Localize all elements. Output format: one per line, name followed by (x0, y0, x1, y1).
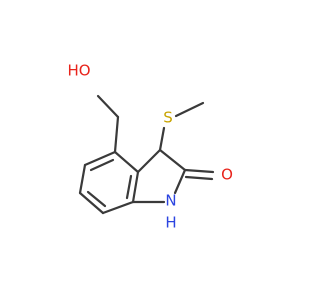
bond-c2-n1 (173, 168, 187, 195)
lactam-ring (131, 148, 187, 204)
bond-c7a-c3a-double (125, 174, 133, 200)
sulfur-label: S (163, 109, 173, 127)
bond-c3-c2 (158, 148, 187, 172)
carbonyl-group (183, 168, 215, 181)
bond-c6-c7-double (86, 190, 107, 208)
nitrogen-hydrogen-label: H (165, 214, 176, 232)
molecule-structure: HO S O N H (67, 62, 233, 232)
bond-c3-s (158, 126, 166, 152)
carbonyl-oxygen-label: O (221, 166, 233, 184)
hydroxyl-label: HO (67, 62, 90, 80)
bond-c4-c5-double (89, 158, 115, 172)
bond-ch2-oh (96, 94, 120, 119)
bond-c4-ch2 (113, 115, 120, 154)
bond-c7a-c3a (131, 170, 140, 204)
bond-c6-c7 (78, 191, 105, 215)
bond-s-ch3 (174, 101, 205, 118)
nitrogen-label: N (165, 192, 176, 210)
bond-c2-o (183, 168, 215, 174)
methylthio-group (158, 101, 205, 152)
bond-c3a-c4 (113, 150, 140, 174)
bond-c3a-c3 (136, 148, 162, 174)
bond-c4-c5 (83, 150, 117, 167)
bond-c2-o-double (184, 175, 214, 181)
bond-c7-c7a (101, 200, 135, 215)
benzene-ring (78, 150, 140, 215)
hydroxymethyl-group (96, 94, 120, 154)
bond-c5-c6 (78, 163, 87, 195)
